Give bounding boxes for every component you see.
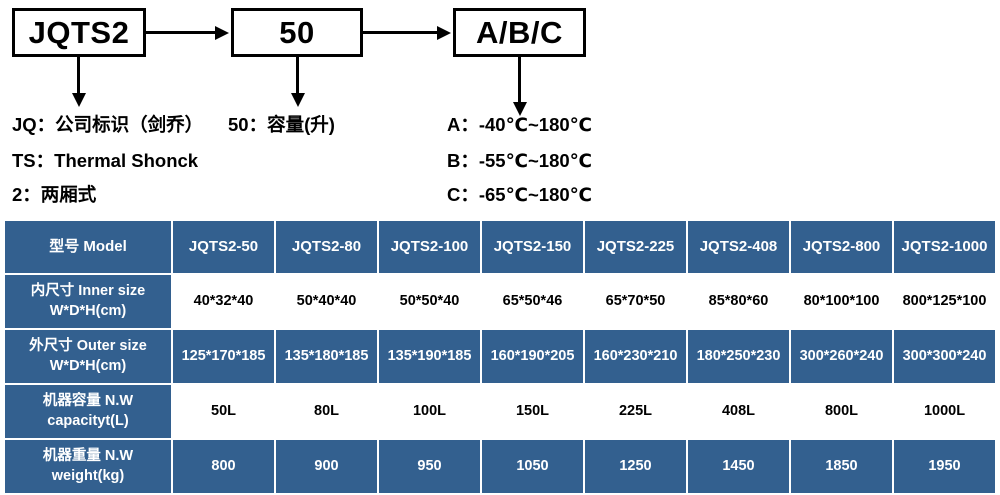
table-cell-inner-size: 50*40*40 [276, 275, 377, 328]
connector-volume-drop [296, 57, 299, 95]
table-cell-outer-size: 160*230*210 [585, 330, 686, 383]
table-cell-capacity: 150L [482, 385, 583, 438]
legend-jq: JQ：公司标识（剑乔） [12, 114, 204, 135]
row-label-outer-size-line1: 外尺寸 Outer size [29, 337, 147, 354]
row-label-inner-size-line1: 内尺寸 Inner size [30, 282, 146, 299]
legend-temp-b: B：-55℃~180℃ [447, 150, 593, 171]
table-cell-inner-size: 85*80*60 [688, 275, 789, 328]
table-row-outer-size: 外尺寸 Outer size W*D*H(cm) 125*170*185 135… [5, 330, 995, 383]
arrow-right-icon-volume-to-temperature [437, 25, 451, 40]
table-cell-outer-size: 300*260*240 [791, 330, 892, 383]
legend-2: 2：两厢式 [12, 184, 97, 205]
row-label-capacity-line2: capacityt(L) [47, 412, 129, 429]
table-cell-capacity: 1000L [894, 385, 995, 438]
table-cell-capacity: 800L [791, 385, 892, 438]
table-cell-outer-size: 180*250*230 [688, 330, 789, 383]
connector-model-to-volume [146, 31, 217, 34]
row-label-outer-size-line2: W*D*H(cm) [49, 357, 127, 374]
table-cell-weight: 950 [379, 440, 480, 493]
table-cell-model: JQTS2-1000 [894, 221, 995, 273]
table-cell-inner-size: 80*100*100 [791, 275, 892, 328]
table-row-capacity: 机器容量 N.W capacityt(L) 50L 80L 100L 150L … [5, 385, 995, 438]
row-label-weight-line1: 机器重量 N.W [42, 447, 134, 464]
row-label-inner-size: 内尺寸 Inner size W*D*H(cm) [5, 275, 171, 328]
table-cell-capacity: 408L [688, 385, 789, 438]
table-cell-inner-size: 800*125*100 [894, 275, 995, 328]
row-label-weight: 机器重量 N.W weight(kg) [5, 440, 171, 493]
table-cell-weight: 800 [173, 440, 274, 493]
table-cell-outer-size: 125*170*185 [173, 330, 274, 383]
table-cell-inner-size: 50*50*40 [379, 275, 480, 328]
table-cell-outer-size: 135*190*185 [379, 330, 480, 383]
legend-temp-a: A：-40℃~180℃ [447, 114, 593, 135]
table-cell-model: JQTS2-80 [276, 221, 377, 273]
legend-ts: TS：Thermal Shonck [12, 150, 199, 171]
model-code-diagram: JQTS2 50 A/B/C JQ：公司标识（剑乔） TS：Thermal Sh… [0, 0, 1000, 212]
row-label-capacity-line1: 机器容量 N.W [42, 392, 134, 409]
table-cell-weight: 1250 [585, 440, 686, 493]
table-cell-outer-size: 160*190*205 [482, 330, 583, 383]
code-box-temperature: A/B/C [453, 8, 586, 57]
table-cell-model: JQTS2-408 [688, 221, 789, 273]
connector-temperature-drop [518, 57, 521, 104]
arrow-down-icon-volume [290, 93, 305, 107]
table-cell-inner-size: 40*32*40 [173, 275, 274, 328]
legend-temp-c: C：-65℃~180℃ [447, 184, 593, 205]
row-label-outer-size: 外尺寸 Outer size W*D*H(cm) [5, 330, 171, 383]
table-cell-weight: 900 [276, 440, 377, 493]
table-cell-outer-size: 135*180*185 [276, 330, 377, 383]
code-box-model: JQTS2 [12, 8, 146, 57]
connector-volume-to-temperature [363, 31, 437, 34]
table-row-inner-size: 内尺寸 Inner size W*D*H(cm) 40*32*40 50*40*… [5, 275, 995, 328]
table-cell-outer-size: 300*300*240 [894, 330, 995, 383]
table-row-weight: 机器重量 N.W weight(kg) 800 900 950 1050 125… [5, 440, 995, 493]
table-cell-capacity: 225L [585, 385, 686, 438]
code-box-volume: 50 [231, 8, 363, 57]
arrow-right-icon-model-to-volume [215, 25, 229, 40]
table-row-model: 型号 Model JQTS2-50 JQTS2-80 JQTS2-100 JQT… [5, 221, 995, 273]
table-cell-weight: 1850 [791, 440, 892, 493]
table-cell-capacity: 50L [173, 385, 274, 438]
row-label-capacity: 机器容量 N.W capacityt(L) [5, 385, 171, 438]
row-label-weight-line2: weight(kg) [51, 467, 125, 484]
specification-table: 型号 Model JQTS2-50 JQTS2-80 JQTS2-100 JQT… [3, 219, 997, 495]
table-cell-weight: 1950 [894, 440, 995, 493]
table-cell-model: JQTS2-100 [379, 221, 480, 273]
table-cell-weight: 1450 [688, 440, 789, 493]
table-cell-model: JQTS2-800 [791, 221, 892, 273]
table-cell-capacity: 100L [379, 385, 480, 438]
table-cell-inner-size: 65*50*46 [482, 275, 583, 328]
arrow-down-icon-model [71, 93, 86, 107]
table-cell-model: JQTS2-150 [482, 221, 583, 273]
table-cell-model: JQTS2-225 [585, 221, 686, 273]
arrow-down-icon-temperature [512, 102, 527, 116]
table-cell-inner-size: 65*70*50 [585, 275, 686, 328]
table-cell-model: JQTS2-50 [173, 221, 274, 273]
row-label-inner-size-line2: W*D*H(cm) [49, 302, 127, 319]
table-cell-weight: 1050 [482, 440, 583, 493]
row-label-model: 型号 Model [5, 221, 171, 273]
table-cell-capacity: 80L [276, 385, 377, 438]
connector-model-drop [77, 57, 80, 95]
legend-volume: 50：容量(升) [228, 114, 335, 135]
